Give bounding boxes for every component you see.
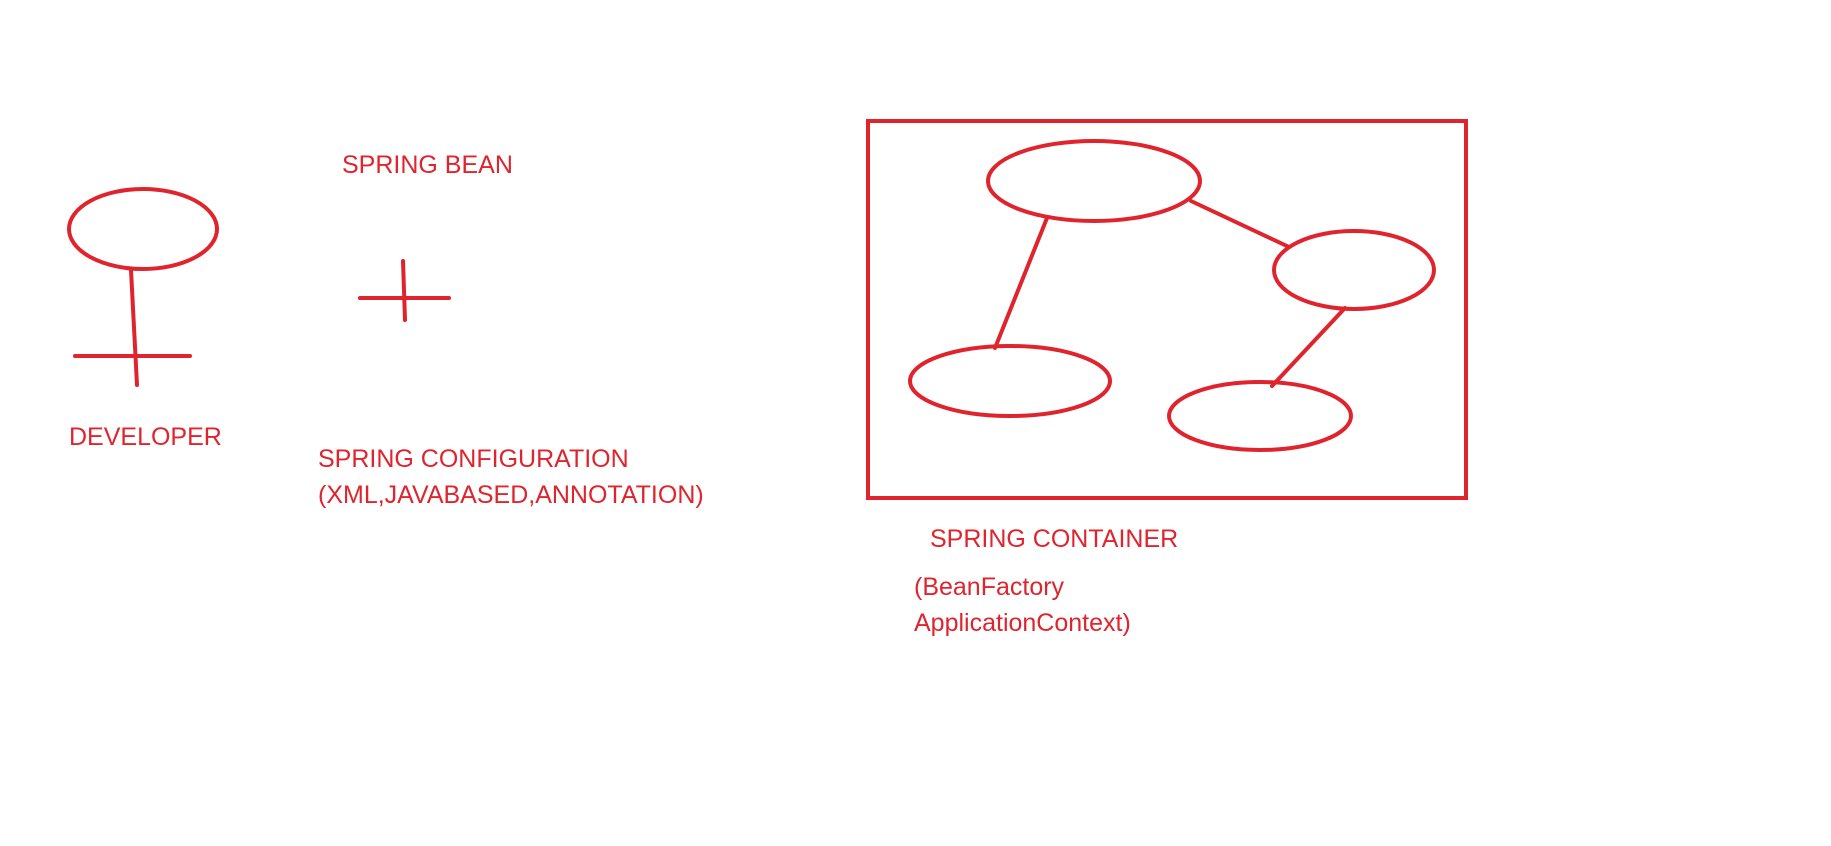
bean-node-bottom-left [908,344,1112,418]
bean-node-bottom-right [1167,380,1353,452]
container-implementation-line-2: ApplicationContext) [914,609,1131,637]
developer-figure-icon [67,187,219,387]
plus-vertical-stroke [401,259,407,322]
spring-container-title: SPRING CONTAINER [930,525,1179,553]
bean-node-top [986,139,1202,223]
spring-configuration-title: SPRING CONFIGURATION [318,445,629,473]
spring-bean-plus-icon [358,259,451,322]
developer-body-stroke [129,268,139,387]
spring-configuration-types: (XML,JAVABASED,ANNOTATION) [318,481,704,509]
edge-top-to-right [1189,199,1291,249]
bean-node-right [1272,229,1436,311]
edge-right-to-bottom-right [1270,306,1347,388]
developer-head-shape [67,187,219,271]
edge-top-to-bottom-left [993,216,1049,350]
developer-label: DEVELOPER [69,423,222,451]
spring-bean-label: SPRING BEAN [342,151,513,179]
spring-container-box [866,119,1468,500]
container-implementation-line-1: (BeanFactory [914,573,1065,601]
